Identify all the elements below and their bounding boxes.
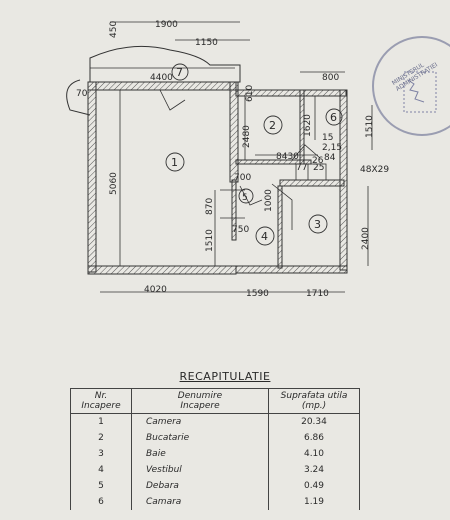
dim-750: 750: [232, 225, 249, 235]
col-nr-header: Nr. Incapere: [70, 388, 132, 414]
row-nr: 6: [70, 494, 132, 510]
room-number-7: 7: [176, 66, 183, 79]
row-area: 3.24: [268, 462, 360, 478]
row-nr: 4: [70, 462, 132, 478]
row-name: Camera: [131, 413, 269, 430]
dim-1710: 1710: [306, 289, 329, 299]
dim-450: 450: [109, 21, 119, 38]
floor-plan: 1900 450 1150 4400 610 800 70 2480 1620 …: [66, 20, 437, 299]
dim-1510-lower: 1510: [205, 229, 215, 252]
dim-77: 77: [296, 163, 307, 173]
dim-70: 70: [76, 89, 88, 99]
dim-2400: 2400: [361, 227, 371, 250]
room-number-4: 4: [261, 230, 268, 243]
row-nr: 3: [70, 446, 132, 462]
dim-4020: 4020: [144, 285, 167, 295]
recap-header-row: Nr. Incapere Denumire Incapere Suprafata…: [70, 388, 360, 414]
row-area: 0.49: [268, 478, 360, 494]
col-area-header: Suprafata utila (mp.): [268, 388, 360, 414]
col-name-header: Denumire Incapere: [131, 388, 269, 414]
table-row: 1 Camera 20.34: [70, 413, 360, 430]
row-area: 6.86: [268, 430, 360, 446]
table-row: 2 Bucatarie 6.86: [70, 430, 360, 446]
room-markers: 1 2 3 4 5 6 7: [165, 63, 343, 246]
dim-1590: 1590: [246, 289, 269, 299]
dim-5060: 5060: [109, 172, 119, 195]
dim-25: 25: [313, 163, 324, 173]
dim-8430: 8430: [276, 152, 299, 162]
row-nr: 1: [70, 413, 132, 430]
dim-84: 84: [324, 153, 336, 163]
recap-table: Nr. Incapere Denumire Incapere Suprafata…: [70, 388, 360, 510]
dim-15: 15: [322, 133, 333, 143]
row-area: 20.34: [268, 413, 360, 430]
room-number-6: 6: [330, 111, 337, 124]
row-name: Camara: [131, 494, 269, 510]
row-name: Debara: [131, 478, 269, 494]
row-nr: 2: [70, 430, 132, 446]
dim-1000: 1000: [264, 189, 274, 212]
dim-610: 610: [245, 85, 255, 102]
table-row: 6 Camara 1.19: [70, 494, 360, 510]
room-number-1: 1: [171, 156, 178, 169]
table-row: 4 Vestibul 3.24: [70, 462, 360, 478]
dim-870: 870: [205, 198, 215, 215]
dim-2480: 2480: [242, 125, 252, 148]
room-number-5: 5: [242, 193, 248, 203]
walls: [66, 45, 348, 275]
row-area: 4.10: [268, 446, 360, 462]
row-nr: 5: [70, 478, 132, 494]
row-name: Bucatarie: [131, 430, 269, 446]
dim-800: 800: [322, 73, 339, 83]
room-number-3: 3: [314, 218, 321, 231]
dim-1900: 1900: [155, 20, 178, 30]
dim-26: 26: [312, 156, 324, 166]
plan-details: [90, 21, 373, 293]
dim-2-15: 2,15: [322, 143, 342, 153]
recap-title: RECAPITULATIE: [179, 370, 271, 383]
dim-1150: 1150: [195, 38, 218, 48]
table-row: 5 Debara 0.49: [70, 478, 360, 494]
dim-1510: 1510: [365, 115, 375, 138]
row-name: Baie: [131, 446, 269, 462]
dim-700: 700: [234, 173, 251, 183]
dimension-labels: 1900 450 1150 4400 610 800 70 2480 1620 …: [76, 20, 389, 299]
row-area: 1.19: [268, 494, 360, 510]
dim-48x29: 48X29: [360, 165, 389, 175]
table-row: 3 Baie 4.10: [70, 446, 360, 462]
room-number-2: 2: [269, 119, 276, 132]
dim-4400: 4400: [150, 73, 173, 83]
dim-1620: 1620: [303, 114, 313, 137]
row-name: Vestibul: [131, 462, 269, 478]
